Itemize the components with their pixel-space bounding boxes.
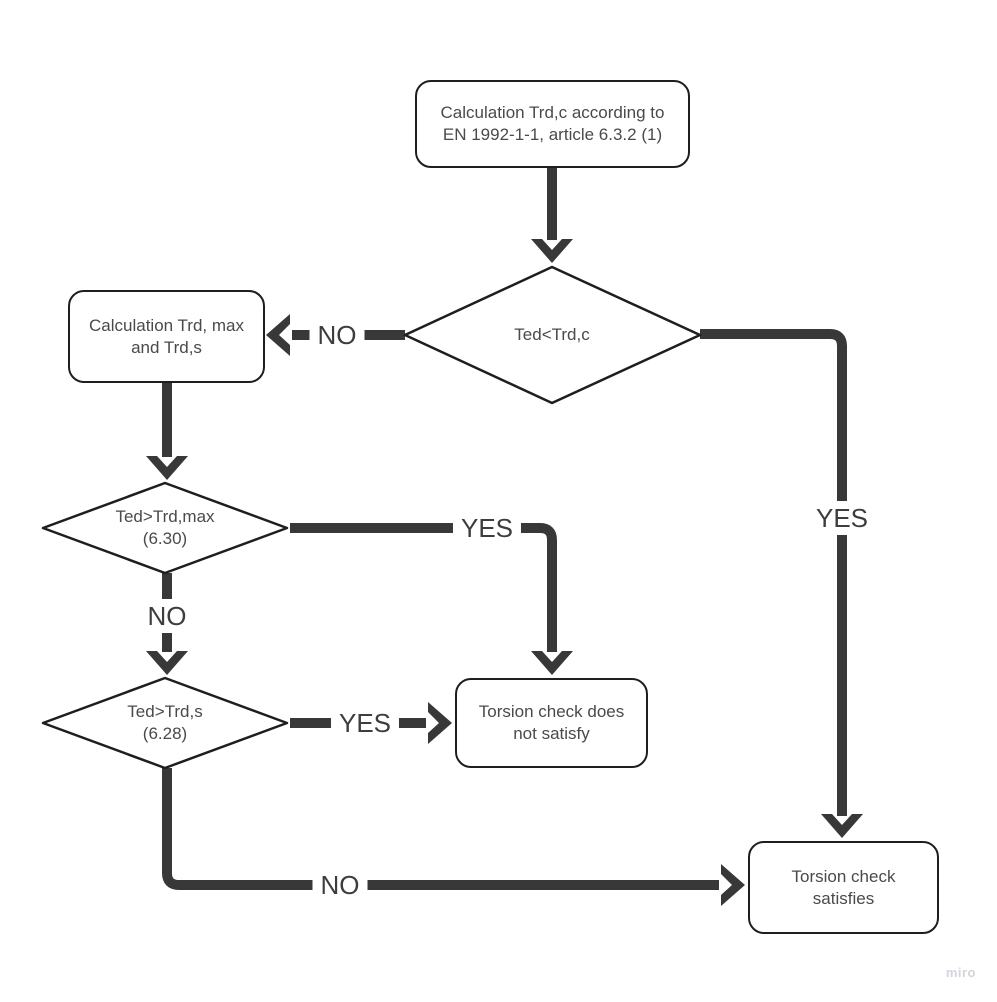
edge-label-trdmax-yes[interactable]: YES bbox=[452, 511, 522, 545]
decision-trds-label-line2: (6.28) bbox=[142, 724, 188, 743]
edge-label-trdc-no[interactable]: NO bbox=[309, 318, 365, 352]
node-start-text-line1: Calculation Trd,c according to bbox=[440, 103, 665, 122]
decision-trdmax-label-line1: Ted>Trd,max bbox=[115, 507, 215, 526]
decision-ted-lt-trdc[interactable] bbox=[403, 265, 702, 405]
decision-trdmax-label: Ted>Trd,max (6.30) bbox=[115, 506, 214, 550]
arrowhead-down-into-trdmax bbox=[146, 456, 188, 480]
decision-trds-label-line1: Ted>Trd,s bbox=[127, 702, 203, 721]
decision-trdmax-label-line2: (6.30) bbox=[142, 529, 188, 548]
decision-ted-gt-trdmax[interactable] bbox=[41, 481, 289, 575]
decision-trdc-label: Ted<Trd,c bbox=[514, 325, 590, 344]
edge-label-trdmax-no[interactable]: NO bbox=[139, 599, 195, 633]
edge-trdc-yes[interactable] bbox=[700, 329, 847, 816]
node-start-calculation[interactable]: Calculation Trd,c according to EN 1992-1… bbox=[415, 80, 690, 168]
edge-trds-no[interactable] bbox=[162, 768, 719, 890]
miro-watermark: miro bbox=[945, 965, 976, 980]
arrowhead-down-into-trdc bbox=[531, 239, 573, 263]
edge-label-trdc-yes[interactable]: YES bbox=[807, 501, 877, 535]
decision-trds-label: Ted>Trd,s (6.28) bbox=[127, 701, 202, 745]
arrowhead-down-into-notsatisfy bbox=[531, 651, 573, 675]
node-torsion-satisfy[interactable]: Torsion check satisfies bbox=[748, 841, 939, 934]
edge-label-trds-yes[interactable]: YES bbox=[330, 706, 400, 740]
node-calc-trdmax-text-line2: and Trd,s bbox=[131, 337, 202, 357]
edge-trdmax-yes[interactable] bbox=[290, 523, 557, 652]
node-satisfy-text-line1: Torsion check bbox=[791, 866, 896, 886]
arrowhead-left-into-calc-trdmax bbox=[266, 314, 290, 356]
node-not-satisfy-text-line1: Torsion check does bbox=[478, 702, 625, 721]
node-satisfy-text-line2: satisfies bbox=[812, 888, 875, 908]
node-calc-trdmax-text-line1: Calculation Trd, max bbox=[89, 315, 244, 335]
arrowhead-right-into-satisfy bbox=[721, 864, 745, 906]
node-calc-trdmax[interactable]: Calculation Trd, max and Trd,s bbox=[68, 290, 265, 383]
node-start-text-line2: EN 1992-1-1, article 6.3.2 (1) bbox=[442, 125, 663, 144]
node-torsion-not-satisfy[interactable]: Torsion check does not satisfy bbox=[455, 678, 648, 768]
arrowhead-right-into-notsatisfy bbox=[428, 702, 452, 744]
arrowhead-down-into-satisfy bbox=[821, 814, 863, 838]
node-not-satisfy-text-line2: not satisfy bbox=[513, 724, 590, 743]
arrowhead-down-into-trds bbox=[146, 651, 188, 675]
edge-label-trds-no[interactable]: NO bbox=[312, 868, 368, 902]
decision-ted-gt-trds[interactable] bbox=[41, 676, 289, 770]
